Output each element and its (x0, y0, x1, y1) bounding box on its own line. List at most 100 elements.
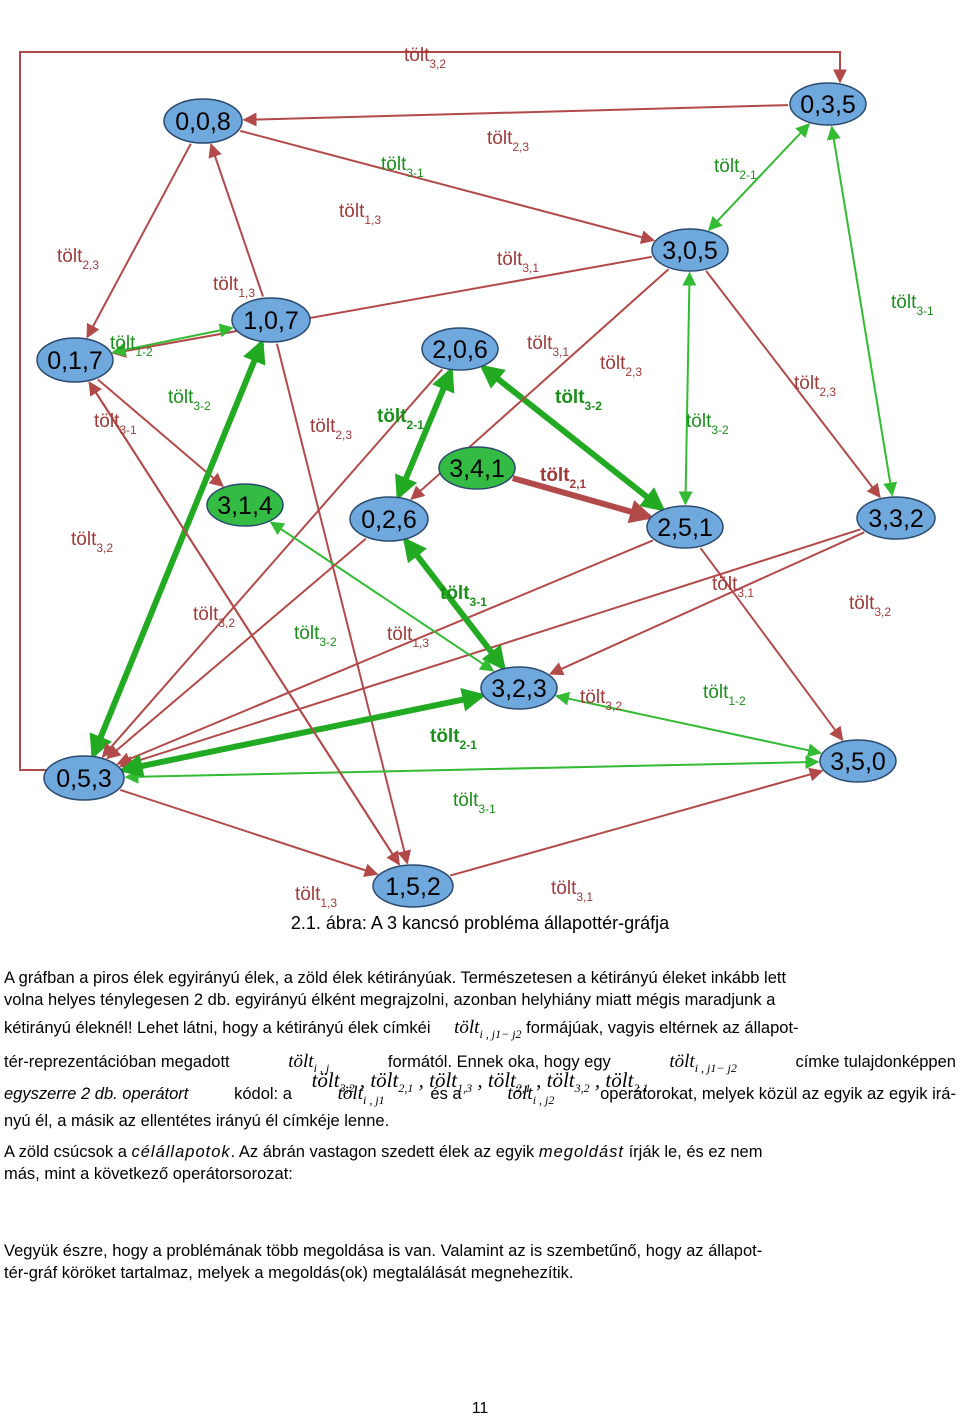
paragraph-2: A zöld csúcsok a célállapotok. Az ábrán … (4, 1143, 763, 1183)
node-332: 3,3,2 (856, 496, 936, 540)
node-label: 0,2,6 (361, 506, 417, 534)
edge-350-053 (124, 755, 820, 784)
edge-label: tölt3-2 (294, 623, 337, 649)
state-space-graph: 0,0,8 0,3,5 3,0,5 0,1,7 1,0,7 2,0,6 3,4,1 3,1,4… (19, 45, 936, 910)
edge-053-035-frame (19, 51, 847, 771)
edge-017-152 (88, 381, 400, 866)
edge-305-017 (111, 255, 653, 358)
edge-152-350 (449, 767, 824, 877)
solution-operator: tölt1,3 (429, 1068, 473, 1096)
edge-label: tölt1,3 (387, 624, 429, 650)
edge-008-305 (239, 129, 656, 244)
edge-label: tölt1,3 (213, 274, 255, 300)
edge-label: tölt2,3 (487, 128, 529, 154)
edge-206-026 (395, 366, 455, 501)
edge-label: tölt3,1 (712, 574, 754, 600)
edge-305-251 (678, 271, 697, 506)
edge-label: tölt2,3 (310, 416, 352, 442)
figure-caption: 2.1. ábra: A 3 kancsó probléma állapotté… (290, 913, 670, 933)
edge-label: tölt3-1 (381, 154, 424, 180)
page-number: 11 (471, 1400, 489, 1417)
edge-label: tölt2-1 (714, 156, 757, 182)
edge-035-305 (708, 123, 810, 231)
edge-053-323 (118, 687, 487, 778)
node-label: 1,0,7 (243, 307, 299, 335)
node-314: 3,1,4 (206, 483, 284, 527)
edge-label: tölt3-1 (891, 292, 934, 318)
paragraph-1: A gráfban a piros élek egyirányú élek, a… (4, 969, 956, 1131)
node-107: 1,0,7 (231, 297, 311, 343)
edge-305-332 (705, 270, 881, 499)
node-251: 2,5,1 (646, 505, 724, 549)
edge-label: tölt1-2 (703, 682, 746, 708)
edge-label: tölt3-2 (168, 387, 211, 413)
node-017: 0,1,7 (36, 337, 114, 383)
edge-label: tölt3,1 (551, 878, 593, 904)
node-350: 3,5,0 (819, 739, 897, 783)
edge-label: tölt1,3 (339, 201, 381, 227)
edge-026-053 (106, 537, 367, 760)
edge-label: tölt2,3 (794, 373, 836, 399)
edge-350-323 (554, 691, 823, 758)
node-label: 0,5,3 (56, 765, 112, 793)
node-label: 2,5,1 (657, 514, 713, 542)
edge-label: tölt3-1 (453, 790, 496, 816)
edge-035-332 (826, 125, 898, 497)
node-label: 0,3,5 (800, 91, 856, 119)
node-label: 3,2,3 (491, 675, 547, 703)
edge-label: tölt2,3 (57, 246, 99, 272)
node-label: 2,0,6 (432, 336, 488, 364)
node-label: 3,0,5 (662, 237, 718, 265)
op-tolt-i-j1-j2: tölti , j1− j2 (454, 1017, 522, 1041)
node-label: 0,0,8 (175, 108, 231, 136)
solution-operator: tölt3,2 (546, 1068, 590, 1096)
edge-008-017 (86, 143, 192, 339)
edge-label: tölt3,1 (527, 333, 569, 359)
edge-label: tölt3-1 (440, 583, 487, 609)
node-053: 0,5,3 (43, 755, 125, 801)
edge-label: tölt3,1 (497, 249, 539, 275)
edge-251-053 (116, 539, 654, 766)
edge-label: tölt2-1 (377, 406, 424, 432)
edge-332-323 (548, 531, 865, 676)
node-008: 0,0,8 (163, 98, 243, 144)
edge-label: tölt3-2 (555, 387, 602, 413)
edge-206-251 (479, 364, 666, 512)
node-323: 3,2,3 (480, 666, 558, 710)
node-label: 0,1,7 (47, 347, 103, 375)
edge-053-152 (119, 788, 379, 877)
edge-label: tölt2-1 (430, 726, 477, 752)
edge-label: tölt3-2 (686, 411, 729, 437)
edge-label: tölt3,2 (404, 45, 446, 71)
node-label: 3,1,4 (217, 492, 273, 520)
node-152: 1,5,2 (372, 864, 454, 908)
node-035: 0,3,5 (789, 82, 867, 126)
edge-107-008 (208, 143, 264, 297)
solution-operator: tölt2,1 (487, 1068, 531, 1096)
edge-035-008 (242, 104, 789, 127)
node-label: 3,3,2 (868, 505, 924, 533)
solution-operator-sequence: tölt3,2 , tölt2,1 , tölt1,3 , tölt2,1 , … (311, 1068, 649, 1096)
edge-label: tölt3,2 (71, 529, 113, 555)
op-tolt-i-j: tölti , j (288, 1050, 330, 1075)
edge-label: tölt1,3 (295, 884, 337, 910)
node-026: 0,2,6 (349, 496, 429, 542)
node-label: 3,4,1 (449, 455, 505, 483)
edge-label: tölt2,1 (540, 465, 587, 491)
op-tolt-i-j1-j2-b: tölti , j1− j2 (669, 1050, 737, 1075)
edge-label: tölt1-2 (110, 333, 153, 359)
edge-341-251 (511, 475, 654, 524)
node-305: 3,0,5 (651, 228, 729, 272)
op-tolt-i-j1: tölti , j1 (337, 1082, 385, 1107)
paragraph-3: Vegyük észre, hogy a problémának több me… (4, 1242, 763, 1282)
node-206: 2,0,6 (421, 327, 499, 371)
node-label: 1,5,2 (385, 873, 441, 901)
edge-label: tölt3,2 (849, 593, 891, 619)
edge-label: tölt3,2 (580, 687, 622, 713)
edge-314-323 (269, 521, 495, 672)
op-tolt-i-j2: tölti , j2 (507, 1082, 555, 1107)
solution-operator: tölt2,1 (370, 1068, 414, 1096)
solution-operator: tölt2,1 (605, 1068, 649, 1096)
edge-label: tölt3-1 (94, 411, 137, 437)
solution-operator: tölt3,2 (311, 1068, 355, 1096)
